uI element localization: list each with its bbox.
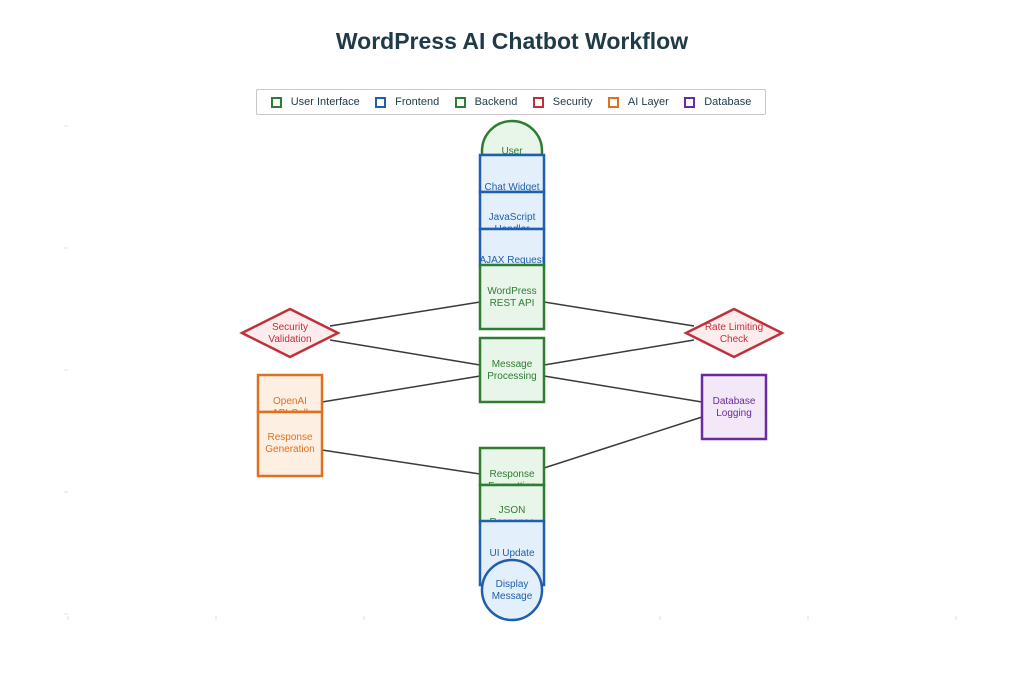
node-rate-limiting-check: Rate Limiting Check xyxy=(683,307,785,359)
node-message-processing-line-1: Message xyxy=(492,359,533,370)
legend-item-ai-layer: AI Layer xyxy=(607,96,669,108)
faint-ticks xyxy=(64,125,957,620)
node-response-formatting-line-1: Response xyxy=(489,469,534,480)
node-json-response-line-1: JSON xyxy=(499,505,526,516)
node-response-formatting-line-2: Formatting xyxy=(488,481,536,492)
node-display-message: Display Message xyxy=(480,558,544,622)
edge-ratelimit-processing xyxy=(543,339,695,366)
legend-swatch xyxy=(532,96,544,108)
legend-swatch xyxy=(607,96,619,108)
node-message-processing: Message Processing xyxy=(478,336,546,404)
node-message-processing-line-2: Processing xyxy=(487,371,536,382)
node-javascript-handler-line-1: JavaScript xyxy=(489,212,536,223)
node-javascript-handler-line-2: Handler xyxy=(494,224,530,235)
edge-security-processing xyxy=(329,339,481,366)
edge-db-formatting xyxy=(543,416,703,469)
node-display-message-line-2: Message xyxy=(492,591,533,602)
node-user: User xyxy=(480,119,544,157)
node-response-generation: Response Generation xyxy=(256,410,324,478)
edge-processing-db xyxy=(543,375,703,403)
legend-swatch xyxy=(375,96,387,108)
legend-item-user-interface: User Interface xyxy=(270,96,360,108)
node-db-logging-line-1: Database xyxy=(713,396,756,407)
node-ajax-request: AJAX Request xyxy=(478,227,546,268)
legend-swatch xyxy=(684,96,696,108)
node-json-response-line-2: Response xyxy=(489,517,534,528)
edge-rest-ratelimit xyxy=(543,301,695,327)
node-openai-line-2: API Call xyxy=(272,408,308,419)
node-rest-api-line-2: REST API xyxy=(490,298,535,309)
node-rate-limit-line-2: Check xyxy=(720,334,749,345)
node-ui-update-line-1: UI Update xyxy=(489,548,534,559)
node-wordpress-rest-api: WordPress REST API xyxy=(478,263,546,331)
legend-label: AI Layer xyxy=(627,96,669,108)
legend: User Interface Frontend Backend Security… xyxy=(256,89,766,115)
node-user-line-1: User xyxy=(501,146,523,157)
node-database-logging: Database Logging xyxy=(700,373,768,441)
edge-rest-security xyxy=(329,301,481,327)
diagram-title: WordPress AI Chatbot Workflow xyxy=(335,28,689,54)
edge-generation-formatting xyxy=(321,449,481,475)
legend-label: Security xyxy=(552,96,593,108)
node-response-generation-line-2: Generation xyxy=(265,444,314,455)
node-security-line-1: Security xyxy=(272,322,308,333)
legend-label: Database xyxy=(704,96,752,108)
node-rest-api-line-1: WordPress xyxy=(487,286,536,297)
node-security-validation: Security Validation xyxy=(239,307,341,359)
node-json-response: JSON Response xyxy=(478,483,546,528)
legend-item-security: Security xyxy=(532,96,593,108)
node-display-message-line-1: Display xyxy=(496,579,529,590)
legend-item-backend: Backend xyxy=(454,96,518,108)
legend-swatch xyxy=(454,96,466,108)
node-openai-line-1: OpenAI xyxy=(273,396,307,407)
legend-label: Frontend xyxy=(395,96,440,108)
node-rate-limit-line-1: Rate Limiting xyxy=(705,322,763,333)
edge-processing-openai xyxy=(321,375,481,403)
node-response-generation-line-1: Response xyxy=(267,432,312,443)
legend-label: Backend xyxy=(474,96,518,108)
node-chat-widget: Chat Widget xyxy=(478,153,546,194)
legend-item-database: Database xyxy=(684,96,751,108)
node-ajax-request-line-1: AJAX Request xyxy=(479,255,544,266)
node-chat-widget-line-1: Chat Widget xyxy=(484,182,539,193)
legend-item-frontend: Frontend xyxy=(375,96,439,108)
node-security-line-2: Validation xyxy=(268,334,311,345)
node-openai-api-call: OpenAI API Call xyxy=(256,373,324,419)
node-db-logging-line-2: Logging xyxy=(716,408,752,419)
connectors xyxy=(321,301,703,475)
legend-swatch xyxy=(270,96,282,108)
legend-label: User Interface xyxy=(290,96,360,108)
